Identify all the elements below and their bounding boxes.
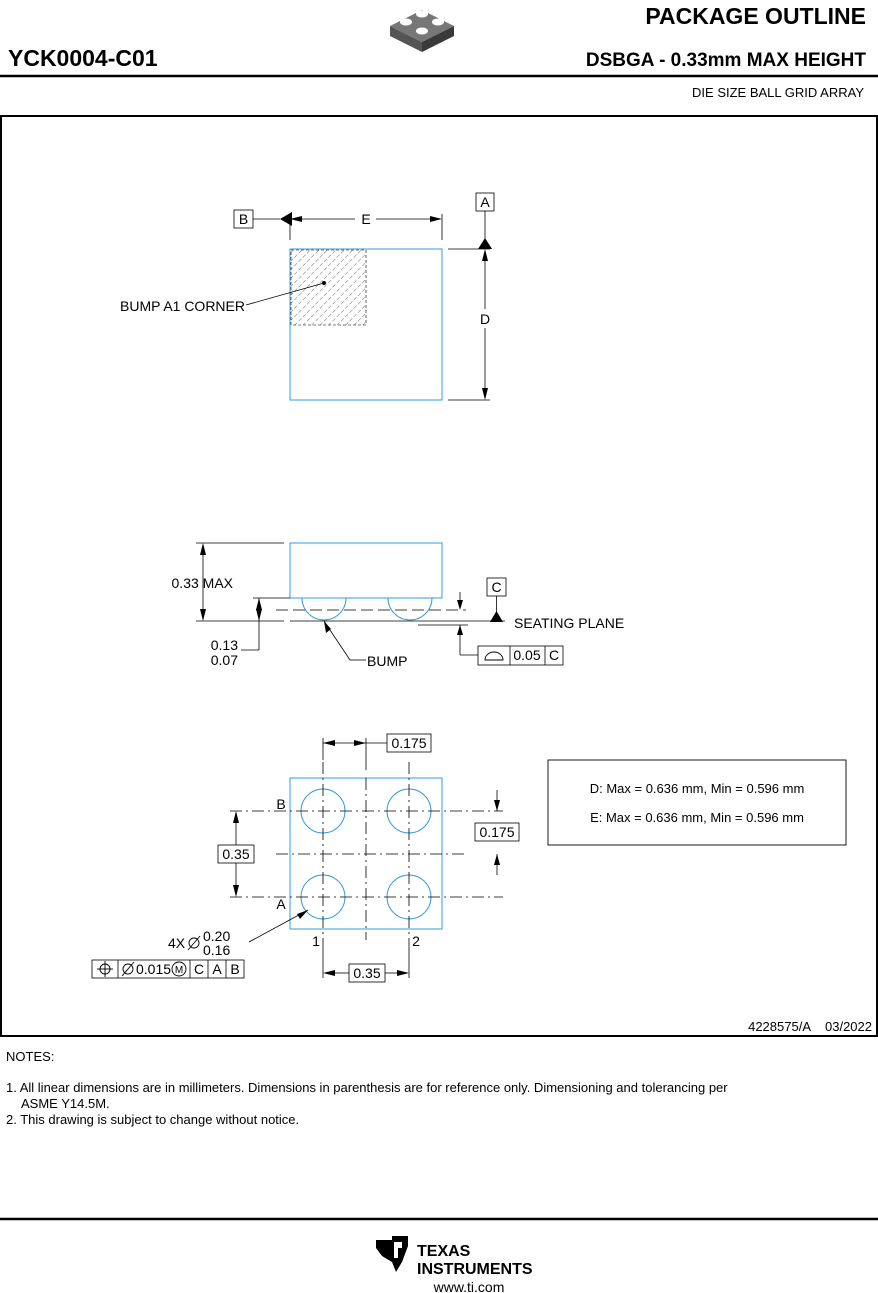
tol-datum-c: C: [194, 961, 204, 977]
notes-heading: NOTES:: [6, 1049, 54, 1064]
datum-b-label: B: [239, 211, 248, 227]
svg-text:M: M: [175, 965, 183, 976]
seating-plane-label: SEATING PLANE: [514, 615, 624, 631]
note-1-line-1: 1. All linear dimensions are in millimet…: [6, 1080, 728, 1095]
drawing-date: 03/2022: [825, 1019, 872, 1034]
dim-d-label: D: [480, 311, 490, 327]
position-icon: [97, 961, 113, 977]
footer-url[interactable]: www.ti.com: [433, 1279, 505, 1293]
datum-c-label: C: [491, 579, 501, 595]
ball-diameter-max: 0.20: [203, 928, 230, 944]
note-2: 2. This drawing is subject to change wit…: [6, 1112, 299, 1127]
corner-label: BUMP A1 CORNER: [120, 298, 245, 314]
top-view: BUMP A1 CORNER E B D A: [120, 192, 495, 401]
header-description: DIE SIZE BALL GRID ARRAY: [692, 85, 864, 100]
header-title: PACKAGE OUTLINE: [645, 3, 866, 29]
ball-diameter-min: 0.16: [203, 942, 230, 958]
offset-y-label: 0.175: [479, 824, 514, 840]
header-subtitle: DSBGA - 0.33mm MAX HEIGHT: [586, 50, 867, 71]
bump-label: BUMP: [367, 653, 407, 669]
flatness-value: 0.05: [513, 647, 540, 663]
ti-logo-line-1: Texas: [417, 1243, 471, 1260]
mmc-modifier-icon: M: [171, 961, 187, 977]
flatness-datum: C: [549, 647, 559, 663]
package-icon: [390, 10, 454, 52]
tol-datum-b: B: [230, 961, 239, 977]
col-2-label: 2: [412, 933, 420, 949]
standoff-min: 0.07: [211, 652, 238, 668]
row-a-label: A: [276, 896, 286, 912]
die-outline-top: [289, 248, 443, 401]
col-1-label: 1: [312, 933, 320, 949]
ti-logo-icon: [376, 1236, 408, 1272]
die-body-side: [289, 542, 443, 599]
pitch-y-label: 0.35: [222, 846, 249, 862]
dim-e-label: E: [361, 211, 370, 227]
ball-count-label: 4X: [168, 935, 186, 951]
bump-right: [387, 597, 433, 621]
profile-of-surface-icon: [484, 651, 504, 661]
pitch-x-label: 0.35: [353, 965, 380, 981]
note-1-line-2: ASME Y14.5M.: [21, 1096, 110, 1111]
bump-a1-corner-hatch: [291, 250, 366, 325]
tol-datum-a: A: [212, 961, 222, 977]
height-label: 0.33 MAX: [172, 575, 234, 591]
standoff-max: 0.13: [211, 637, 238, 653]
offset-x-label: 0.175: [391, 735, 426, 751]
ti-logo-line-2: Instruments: [417, 1261, 533, 1278]
datum-c-triangle: [490, 611, 503, 622]
dimension-table: D: Max = 0.636 mm, Min = 0.596 mm E: Max…: [547, 759, 847, 846]
dimension-e-line: E: Max = 0.636 mm, Min = 0.596 mm: [590, 810, 804, 825]
bottom-view: 0.175 0.175 0.35 0.35 B A 1 2 4X: [91, 733, 520, 983]
diameter-icon: [187, 935, 201, 951]
drawing-frame: [0, 115, 878, 1037]
drawing-number: 4228575/A: [748, 1019, 811, 1034]
bump-left: [301, 597, 347, 621]
dimension-d-line: D: Max = 0.636 mm, Min = 0.596 mm: [590, 781, 805, 796]
diameter-icon: [121, 961, 135, 977]
datum-b-triangle: [280, 212, 292, 226]
datum-a-label: A: [480, 194, 490, 210]
datum-a-triangle: [478, 238, 492, 249]
row-b-label: B: [276, 796, 285, 812]
side-view: 0.33 MAX 0.13 0.07 BUMP C SEATING PLANE …: [172, 542, 624, 669]
part-number: YCK0004-C01: [8, 45, 158, 71]
position-tolerance-value: 0.015: [136, 961, 171, 977]
